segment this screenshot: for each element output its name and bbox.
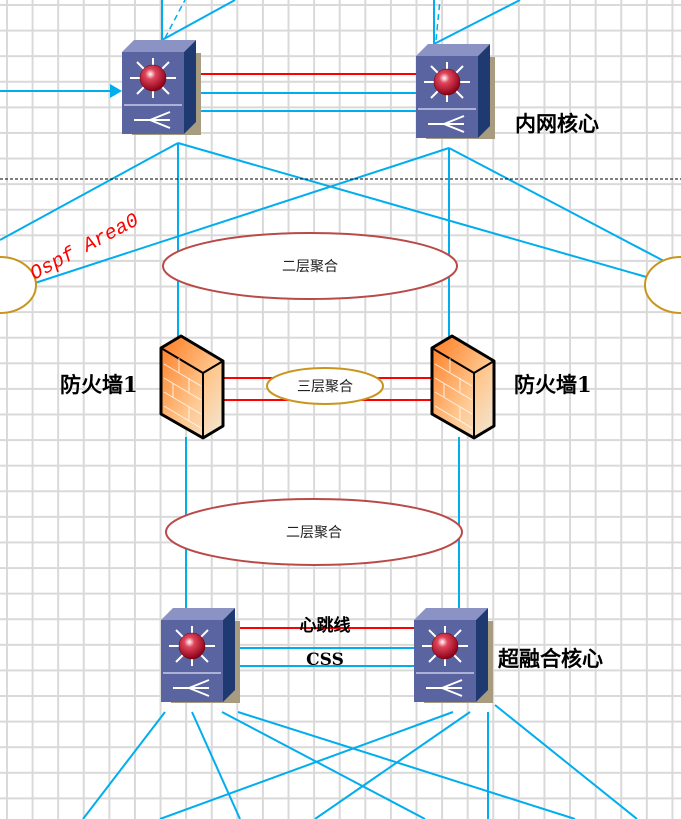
intranet-core-label: 内网核心 — [515, 111, 599, 136]
l2-aggregation-upper-label: 二层聚合 — [282, 259, 338, 275]
hci-downlinks — [82, 704, 638, 819]
intranet-core-switch-right-icon[interactable] — [415, 43, 496, 140]
l3-aggregation-label: 三层聚合 — [297, 379, 353, 395]
l2-aggregation-lower-label: 二层聚合 — [286, 525, 342, 541]
firewall-right-label: 防火墙1 — [514, 372, 592, 397]
hci-core-label: 超融合核心 — [498, 646, 603, 671]
hci-core-switch-right-icon[interactable] — [413, 607, 494, 704]
firewall-right-icon[interactable] — [430, 334, 496, 440]
arrow-icon — [110, 84, 122, 98]
l3-aggregation — [266, 367, 384, 405]
intranet-core-switch-left-icon[interactable] — [121, 39, 202, 136]
l2-aggregation-upper — [162, 232, 458, 300]
uplink-lines — [0, 0, 521, 98]
l2-aggregation-lower — [165, 498, 463, 566]
core-downlinks — [0, 142, 681, 345]
firewall-left-label: 防火墙1 — [60, 372, 138, 397]
right-area-ellipse — [644, 256, 681, 314]
firewall-left-icon[interactable] — [159, 334, 225, 440]
heartbeat-label: 心跳线 — [300, 615, 351, 636]
left-area-ellipse — [0, 256, 37, 314]
hci-core-switch-left-icon[interactable] — [160, 607, 241, 704]
css-label: CSS — [306, 650, 344, 670]
ospf-label: Ospf Area0 — [26, 210, 143, 287]
